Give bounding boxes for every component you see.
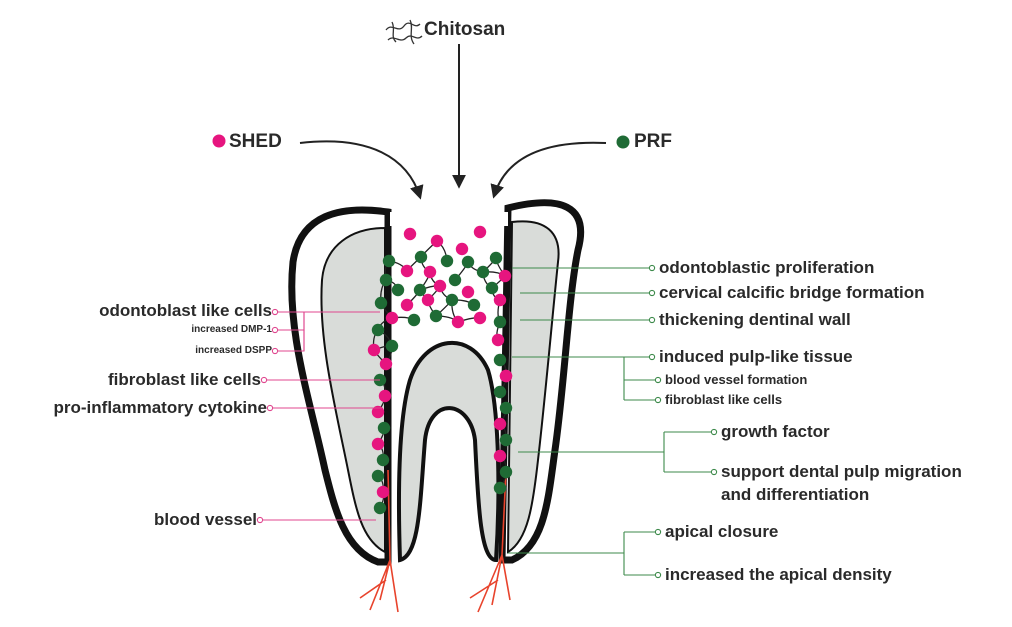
thickening-dentinal-wall-label: thickening dentinal wall xyxy=(659,311,851,328)
prf-cell xyxy=(477,266,489,278)
inner-dentin xyxy=(399,343,498,560)
shed-cell xyxy=(431,235,443,247)
shed-cell xyxy=(434,280,446,292)
prf-cell xyxy=(414,284,426,296)
prf-cell xyxy=(462,256,474,268)
shed-cell xyxy=(401,299,413,311)
prf-cell xyxy=(500,466,512,478)
shed-cell xyxy=(452,316,464,328)
odontoblast-like-cells-label: odontoblast like cells xyxy=(99,302,272,319)
fibroblast-like-cells-right-label: fibroblast like cells xyxy=(665,393,782,406)
prf-cell xyxy=(392,284,404,296)
prf-cell xyxy=(486,282,498,294)
shed-cell xyxy=(474,312,486,324)
prf-cell xyxy=(494,316,506,328)
prf-cell xyxy=(383,255,395,267)
prf-cell xyxy=(386,340,398,352)
prf-cell xyxy=(377,454,389,466)
support-migration-label-line1: support dental pulp migration xyxy=(721,463,962,480)
blood-vessel-formation-label: blood vessel formation xyxy=(665,373,807,386)
shed-cell xyxy=(494,418,506,430)
shed-cell xyxy=(474,226,486,238)
prf-cell xyxy=(494,354,506,366)
prf-cell xyxy=(500,402,512,414)
shed-cell xyxy=(422,294,434,306)
shed-cell xyxy=(372,438,384,450)
prf-label: PRF xyxy=(634,132,672,151)
prf-arrow xyxy=(494,143,606,196)
prf-cell xyxy=(441,255,453,267)
prf-cell xyxy=(380,274,392,286)
support-migration-label-line2: and differentiation xyxy=(721,486,869,503)
pro-inflammatory-cytokine-label: pro-inflammatory cytokine xyxy=(54,399,268,416)
prf-cell xyxy=(446,294,458,306)
prf-cell xyxy=(494,482,506,494)
shed-cell xyxy=(494,450,506,462)
prf-cell xyxy=(378,422,390,434)
apical-density-label: increased the apical density xyxy=(665,566,892,583)
blood-vessel-label: blood vessel xyxy=(154,511,257,528)
shed-cell xyxy=(377,486,389,498)
apical-closure-label: apical closure xyxy=(665,523,778,540)
shed-cell xyxy=(380,358,392,370)
growth-factor-label: growth factor xyxy=(721,423,830,440)
prf-cell xyxy=(449,274,461,286)
prf-cell xyxy=(408,314,420,326)
prf-cell xyxy=(490,252,502,264)
prf-cell xyxy=(372,470,384,482)
shed-cell xyxy=(500,370,512,382)
prf-dot-icon xyxy=(617,136,630,149)
shed-arrow xyxy=(300,141,420,197)
prf-cell xyxy=(374,502,386,514)
prf-cell xyxy=(430,310,442,322)
chitosan-icon xyxy=(386,20,422,44)
prf-cell xyxy=(415,251,427,263)
shed-cell xyxy=(368,344,380,356)
shed-cell xyxy=(424,266,436,278)
prf-cell xyxy=(468,299,480,311)
shed-cell xyxy=(494,294,506,306)
shed-cell xyxy=(499,270,511,282)
prf-cell xyxy=(494,386,506,398)
odontoblastic-proliferation-label: odontoblastic proliferation xyxy=(659,259,874,276)
shed-cell xyxy=(492,334,504,346)
shed-cell xyxy=(386,312,398,324)
shed-cell xyxy=(379,390,391,402)
increased-dmp1-label: increased DMP-1 xyxy=(191,325,272,335)
prf-cell xyxy=(372,324,384,336)
prf-cell xyxy=(500,434,512,446)
increased-dspp-label: increased DSPP xyxy=(195,346,272,356)
shed-cell xyxy=(462,286,474,298)
fibroblast-like-cells-left-label: fibroblast like cells xyxy=(108,371,261,388)
shed-cell xyxy=(401,265,413,277)
shed-cell xyxy=(456,243,468,255)
chitosan-label: Chitosan xyxy=(424,20,505,39)
shed-label: SHED xyxy=(229,132,282,151)
prf-cell xyxy=(375,297,387,309)
shed-dot-icon xyxy=(213,135,226,148)
cervical-calcific-bridge-label: cervical calcific bridge formation xyxy=(659,284,924,301)
induced-pulp-like-tissue-label: induced pulp-like tissue xyxy=(659,348,853,365)
shed-cell xyxy=(404,228,416,240)
